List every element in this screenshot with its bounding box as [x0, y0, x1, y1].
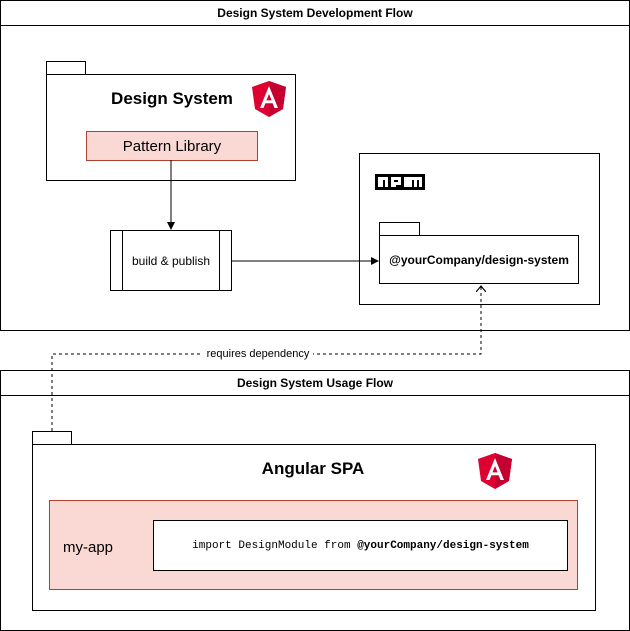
usage-flow-title: Design System Usage Flow	[1, 371, 629, 396]
pattern-library-label: Pattern Library	[122, 137, 222, 155]
npm-package-box: @yourCompany/design-system	[379, 235, 579, 284]
build-publish-left-bar	[122, 230, 123, 291]
build-publish-label: build & publish	[131, 253, 211, 268]
build-publish-right-bar	[219, 230, 220, 291]
dev-flow-title: Design System Development Flow	[1, 1, 629, 26]
import-statement-box: import DesignModule from @yourCompany/de…	[153, 520, 568, 571]
design-system-package: Design System Pattern Library	[46, 74, 296, 181]
dependency-label: requires dependency	[206, 348, 310, 360]
design-system-title: Design System	[111, 89, 233, 108]
npm-package-label: @yourCompany/design-system	[389, 252, 569, 267]
import-statement-prefix: import DesignModule from	[192, 539, 358, 552]
angular-logo-icon	[252, 81, 286, 117]
build-publish-process: build & publish	[110, 230, 232, 291]
angular-spa-package-tab	[32, 431, 72, 445]
pattern-library-box: Pattern Library	[86, 131, 258, 161]
import-statement-package: @yourCompany/design-system	[357, 539, 529, 552]
design-system-package-tab	[46, 61, 86, 75]
npm-logo-icon	[375, 174, 425, 190]
angular-logo-icon	[478, 453, 512, 489]
npm-package-tab	[379, 222, 420, 236]
my-app-box: my-app import DesignModule from @yourCom…	[49, 500, 578, 590]
angular-spa-title: Angular SPA	[261, 459, 365, 478]
my-app-label: my-app	[63, 539, 114, 556]
